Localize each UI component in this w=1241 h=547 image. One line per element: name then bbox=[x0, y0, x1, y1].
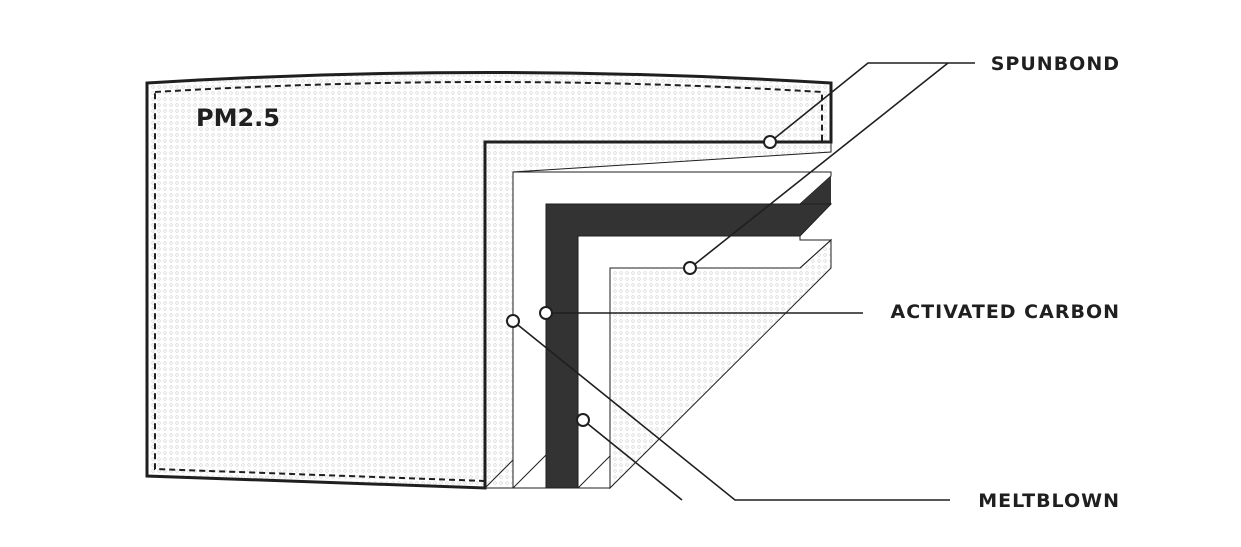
leader-meltblown-outer bbox=[512, 320, 950, 501]
label-spunbond: SPUNBOND bbox=[991, 53, 1120, 75]
spunbond-edge-line bbox=[484, 459, 514, 489]
layer-meltblown bbox=[609, 238, 832, 490]
meltblown-dot-outer bbox=[506, 314, 520, 328]
filter-pad-stitching bbox=[154, 81, 823, 482]
filter-pad-outline bbox=[145, 71, 833, 490]
label-meltblown: MELTBLOWN bbox=[978, 490, 1120, 512]
meltblown-dot-inner bbox=[576, 413, 590, 427]
carbon-dot bbox=[539, 306, 553, 320]
leader-dots bbox=[506, 135, 777, 427]
leader-spunbond-outer bbox=[769, 62, 975, 143]
filter-pad: PM2.5 bbox=[145, 71, 833, 490]
label-activated-carbon: ACTIVATED CARBON bbox=[891, 301, 1120, 323]
meltblown-layer-face bbox=[609, 238, 832, 490]
leader-lines bbox=[512, 62, 975, 501]
leader-meltblown-inner bbox=[582, 419, 683, 501]
inner-white-edge-line bbox=[512, 454, 547, 489]
leader-spunbond-inner bbox=[689, 62, 949, 269]
spunbond-dot-outer bbox=[763, 135, 777, 149]
spunbond-dot-inner bbox=[683, 261, 697, 275]
filter-title: PM2.5 bbox=[196, 104, 280, 132]
inner-white-2-edge-line bbox=[577, 455, 611, 489]
